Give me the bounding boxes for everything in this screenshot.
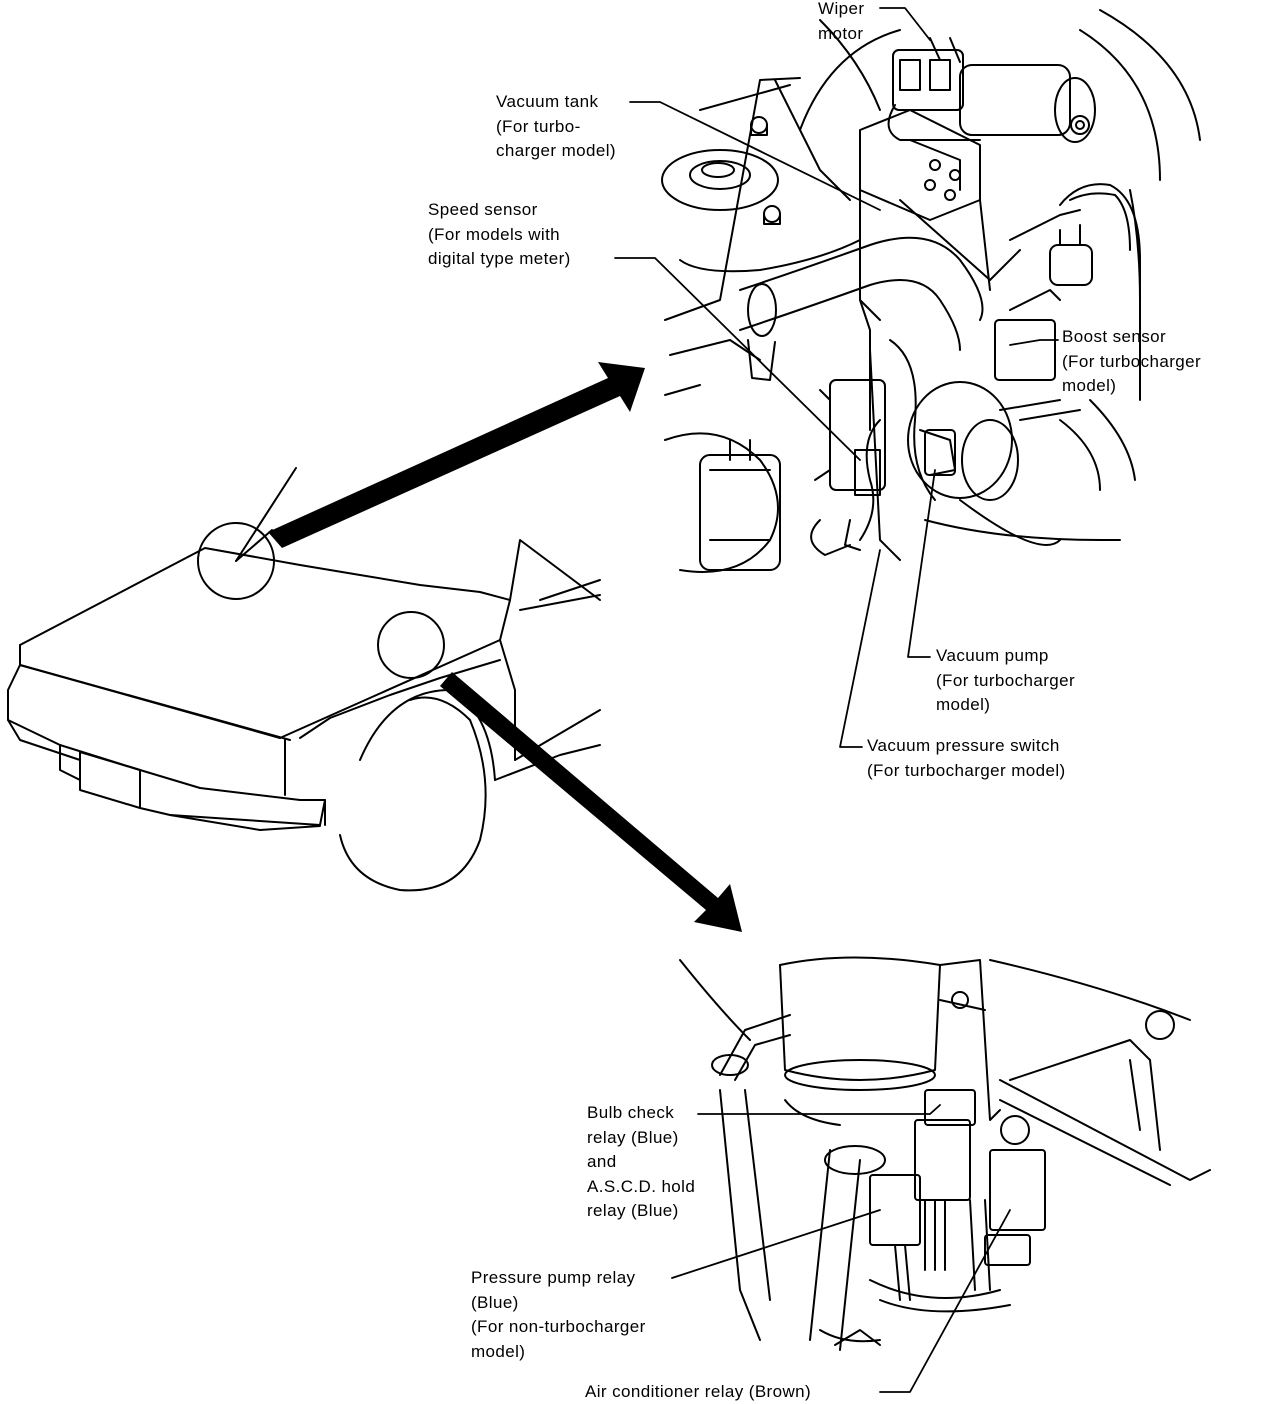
relay-area-detail (679, 956, 1211, 1351)
label-line: (For non-turbocharger (471, 1317, 646, 1336)
label-line: A.S.C.D. hold (587, 1176, 696, 1196)
label-line: digital type meter) (428, 249, 571, 268)
leader-boost-sensor (1009, 339, 1059, 346)
label-bulb-check-relay: Bulb check relay (Blue) and A.S.C.D. hol… (587, 1101, 695, 1224)
car-outline (7, 467, 601, 892)
leader-bulb-check-relay (697, 1104, 941, 1115)
relay-block-drawing (869, 1089, 1046, 1313)
label-vacuum-pump: Vacuum pump (For turbocharger model) (936, 644, 1075, 718)
label-line: and (587, 1152, 617, 1171)
leader-air-conditioner-relay (879, 1209, 1011, 1393)
label-line: (Blue) (471, 1292, 519, 1312)
leader-vacuum-pump (907, 469, 936, 658)
leader-pressure-pump-relay (671, 1209, 881, 1279)
label-line: Vacuum tank (496, 92, 599, 111)
leader-wiper-motor (879, 7, 931, 41)
label-line: model) (471, 1341, 526, 1361)
label-speed-sensor: Speed sensor (For models with digital ty… (428, 198, 571, 272)
label-line: Vacuum pressure switch (867, 736, 1060, 755)
arrow-to-engine-view (268, 362, 645, 548)
label-line: relay (Blue) (587, 1201, 679, 1220)
label-line: (For turbocharger model) (867, 760, 1066, 780)
label-line: (For turbo- (496, 116, 581, 136)
label-vacuum-tank: Vacuum tank (For turbo- charger model) (496, 90, 616, 164)
leader-speed-sensor (614, 257, 861, 461)
vacuum-pump-drawing (907, 381, 1019, 501)
label-line: Air conditioner relay (Brown) (585, 1382, 812, 1401)
label-line: relay (Blue) (587, 1127, 679, 1147)
label-line: (For turbocharger (1062, 351, 1202, 371)
wiper-motor-drawing (887, 37, 1096, 143)
label-boost-sensor: Boost sensor (For turbocharger model) (1062, 325, 1201, 399)
hood-callout-circle (197, 522, 275, 600)
label-line: motor (818, 23, 864, 43)
label-line: Pressure pump relay (471, 1268, 636, 1287)
label-line: Speed sensor (428, 200, 538, 219)
fender-callout-circle (377, 611, 445, 679)
label-line: charger model) (496, 141, 616, 160)
label-line: Vacuum pump (936, 646, 1049, 665)
label-line: model) (936, 695, 991, 714)
label-line: Bulb check (587, 1103, 675, 1122)
engine-bay-detail (661, 9, 1201, 573)
leader-lines (614, 7, 1059, 1393)
label-pressure-pump-relay: Pressure pump relay (Blue) (For non-turb… (471, 1266, 646, 1364)
pointer-arrows (268, 362, 742, 932)
label-air-conditioner-relay: Air conditioner relay (Brown) (585, 1380, 811, 1404)
arrow-to-relay-view (440, 672, 742, 932)
label-wiper-motor: Wiper motor (818, 0, 864, 46)
label-line: model) (1062, 376, 1117, 395)
label-line: (For turbocharger (936, 670, 1076, 690)
label-vacuum-pressure-switch: Vacuum pressure switch (For turbocharger… (867, 734, 1066, 783)
leader-vacuum-tank (629, 101, 881, 211)
label-line: Wiper (818, 0, 865, 18)
label-line: (For models with (428, 224, 561, 244)
label-line: Boost sensor (1062, 327, 1167, 346)
leader-vacuum-pressure-switch (839, 549, 881, 748)
